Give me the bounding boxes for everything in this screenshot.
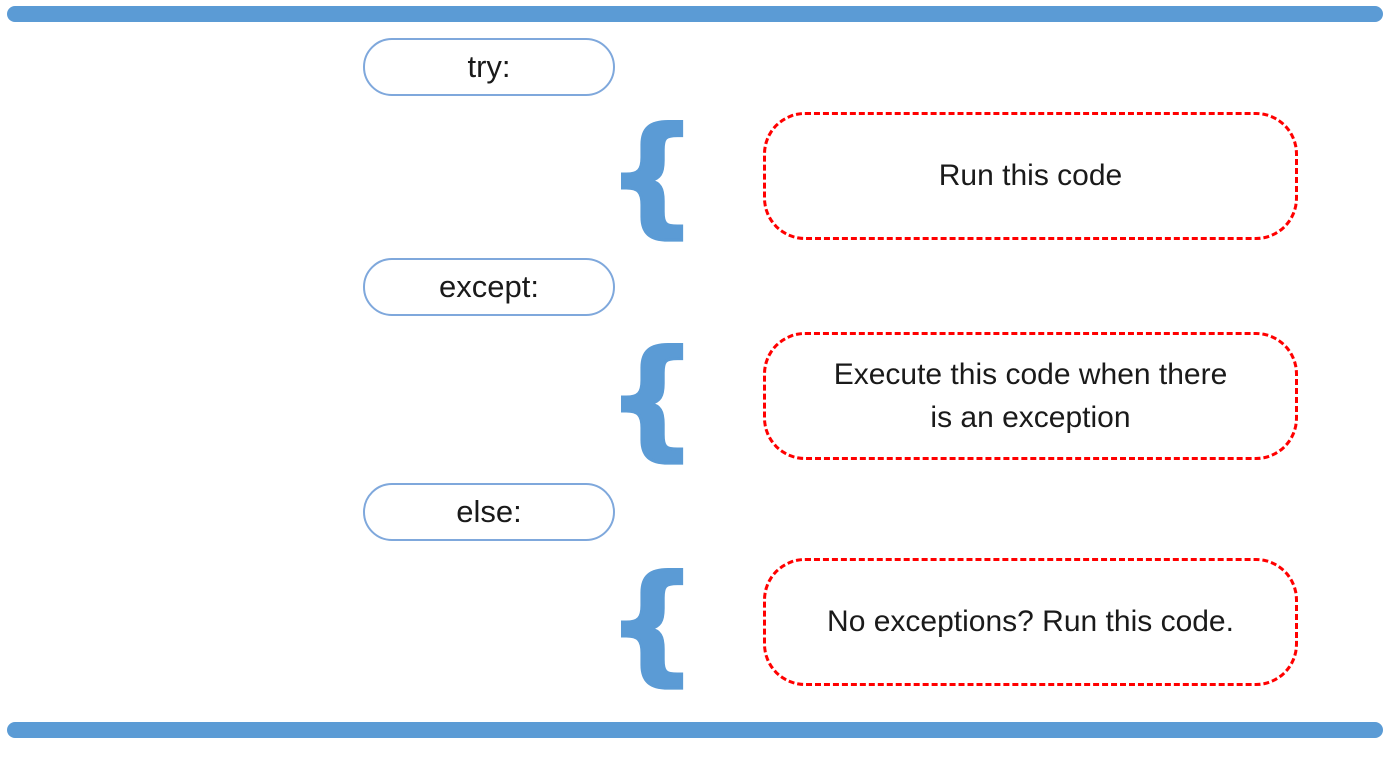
- keyword-box-else: else:: [363, 483, 615, 541]
- description-text-except: Execute this code when there is an excep…: [833, 357, 1228, 435]
- curly-brace-icon: {: [605, 552, 699, 696]
- description-box-except: Execute this code when there is an excep…: [763, 332, 1298, 460]
- description-text-else: No exceptions? Run this code.: [827, 605, 1234, 639]
- top-border-line: [7, 6, 1383, 22]
- keyword-box-except: except:: [363, 258, 615, 316]
- description-box-else: No exceptions? Run this code.: [763, 558, 1298, 686]
- curly-brace-icon: {: [605, 327, 699, 471]
- keyword-box-try: try:: [363, 38, 615, 96]
- keyword-label-except: except:: [439, 269, 539, 304]
- brace-glyph: {: [605, 324, 699, 473]
- keyword-label-try: try:: [467, 49, 511, 84]
- bottom-border-line: [7, 722, 1383, 738]
- description-text-try: Run this code: [938, 159, 1123, 193]
- description-box-try: Run this code: [763, 112, 1298, 240]
- curly-brace-icon: {: [605, 104, 699, 248]
- brace-glyph: {: [605, 101, 699, 250]
- keyword-label-else: else:: [456, 494, 522, 529]
- brace-glyph: {: [605, 549, 699, 698]
